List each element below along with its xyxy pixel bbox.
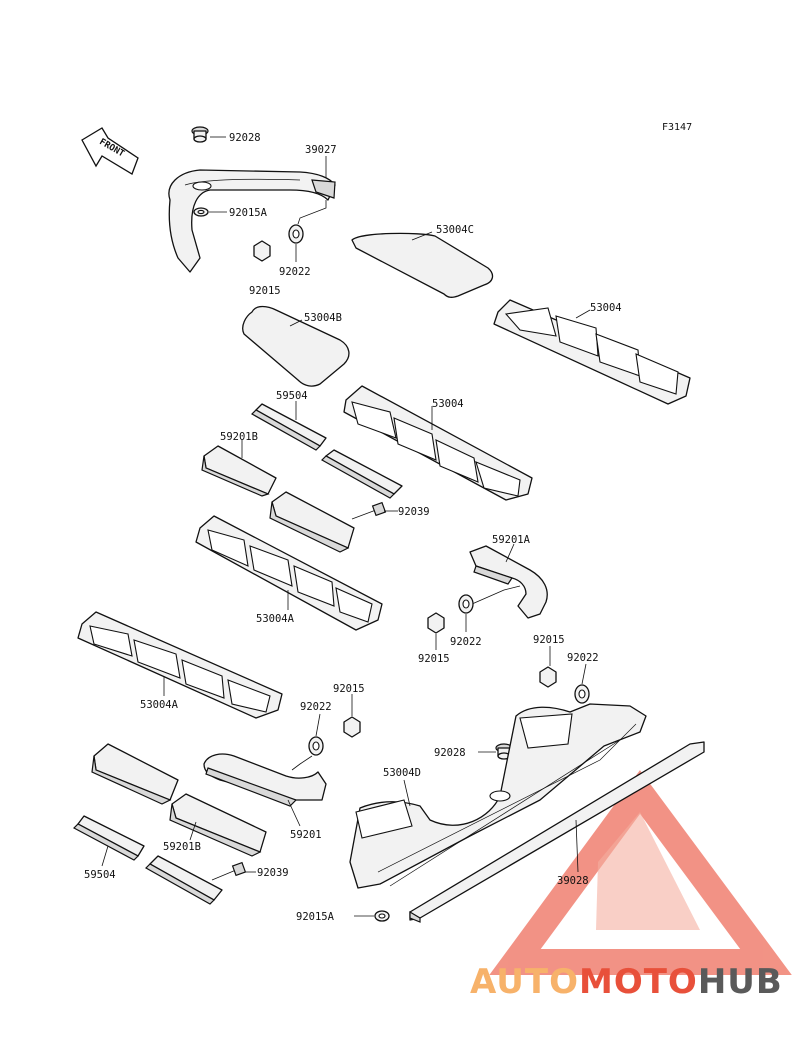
pin-92039-top <box>351 501 387 520</box>
mat-53004-top <box>493 299 691 405</box>
watermark-text-hub: HUB <box>698 962 783 1002</box>
label-92015-top: 92015 <box>249 285 281 297</box>
watermark-text-auto: AUTO <box>470 962 579 1002</box>
label-92039-low: 92039 <box>257 867 289 879</box>
label-39027: 39027 <box>305 144 337 156</box>
label-92015-right: 92015 <box>533 634 565 646</box>
label-92039-top: 92039 <box>398 506 430 518</box>
nut-92015-right <box>539 666 557 688</box>
mat-53004B <box>242 305 350 387</box>
label-59201B-low: 59201B <box>163 841 201 853</box>
label-92015A-top: 92015A <box>229 207 268 219</box>
mat-53004A-left <box>77 611 283 719</box>
washer-92022-top <box>288 224 304 244</box>
rail-59201B-top-b <box>269 491 355 553</box>
label-92022-top: 92022 <box>279 266 311 278</box>
mat-53004D <box>349 703 647 889</box>
strip-59504-low-b <box>145 855 223 905</box>
bracket-59201 <box>203 753 327 807</box>
watermark-text: AUTOMOTOHUB <box>470 962 783 1002</box>
label-59201: 59201 <box>290 829 322 841</box>
nut-92015A-low <box>374 910 390 922</box>
label-92015-low: 92015 <box>333 683 365 695</box>
label-39028: 39028 <box>557 875 589 887</box>
watermark-text-moto: MOTO <box>579 962 698 1002</box>
label-59504-top: 59504 <box>276 390 308 402</box>
mat-53004C <box>351 232 494 298</box>
label-59201A: 59201A <box>492 534 531 546</box>
label-59504-low: 59504 <box>84 869 116 881</box>
label-92015A-low: 92015A <box>296 911 335 923</box>
label-53004A-mid: 53004A <box>256 613 295 625</box>
label-53004B: 53004B <box>304 312 342 324</box>
label-92028-top: 92028 <box>229 132 261 144</box>
label-53004A-left: 53004A <box>140 699 179 711</box>
label-53004D: 53004D <box>383 767 421 779</box>
pin-92039-low <box>211 861 247 881</box>
nut-92015-mid <box>427 612 445 634</box>
bracket-59201A <box>469 545 548 619</box>
mat-53004-mid <box>343 385 533 501</box>
washer-92022-mid <box>458 594 474 614</box>
nut-92015-low <box>343 716 361 738</box>
label-59201B-top: 59201B <box>220 431 258 443</box>
washer-92022-right <box>574 684 590 704</box>
cap-92028-top <box>191 126 209 143</box>
label-53004C: 53004C <box>436 224 474 236</box>
label-53004-top: 53004 <box>590 302 622 314</box>
strip-59504-top-a <box>251 403 327 451</box>
washer-92022-low <box>308 736 324 756</box>
rail-59201B-low-b <box>169 793 267 857</box>
label-92028-low: 92028 <box>434 747 466 759</box>
rail-39028 <box>389 739 705 923</box>
rail-59201B-low-a <box>91 743 179 805</box>
label-92015-mid: 92015 <box>418 653 450 665</box>
strip-59504-low-a <box>73 815 145 861</box>
rail-59201B-top-a <box>201 445 277 497</box>
nut-92015-top <box>253 240 271 262</box>
label-53004-mid: 53004 <box>432 398 464 410</box>
watermark-logo <box>489 770 792 975</box>
nut-92015A-top <box>193 207 209 217</box>
figure-code: F3147 <box>662 122 692 133</box>
strip-59504-top-b <box>321 449 403 499</box>
label-92022-right: 92022 <box>567 652 599 664</box>
front-arrow-icon: FRONT <box>81 127 139 175</box>
mat-53004A-mid <box>195 515 383 631</box>
label-92022-low: 92022 <box>300 701 332 713</box>
part-39027-handle <box>168 169 336 273</box>
svg-text:AUTOMOTOHUB: AUTOMOTOHUB <box>470 962 783 1002</box>
label-92022-mid: 92022 <box>450 636 482 648</box>
